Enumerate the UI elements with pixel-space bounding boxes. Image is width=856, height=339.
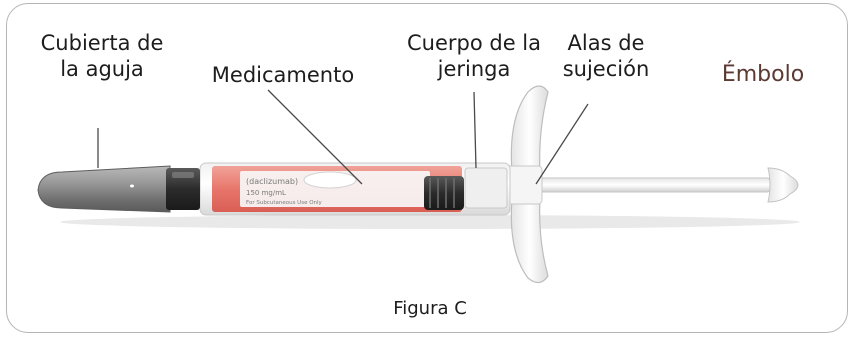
syringe-shadow <box>60 215 800 229</box>
label-syringe-body: Cuerpo de la jeringa <box>406 31 541 81</box>
figure-caption: Figura C <box>393 298 467 319</box>
label-finger-grips: Alas de sujeción <box>562 31 650 81</box>
leader-finger-grips <box>535 103 589 185</box>
label-needle-cover: Cubierta de la aguja <box>40 31 164 81</box>
syringe-label-line3: For Subcutaneous Use Only <box>246 200 323 206</box>
syringe-label-line2: 150 mg/mL <box>246 189 286 197</box>
syringe-label-line1: (daclizumab) <box>246 177 298 186</box>
finger-grips <box>501 85 549 284</box>
label-medication: Medicamento <box>211 63 355 87</box>
leader-syringe-body <box>473 91 477 169</box>
needle-cover <box>37 165 200 213</box>
label-plunger: Émbolo <box>721 62 805 87</box>
plunger <box>539 167 799 203</box>
stopper <box>424 176 464 210</box>
leader-medication <box>267 89 363 185</box>
medication-band <box>212 166 462 212</box>
